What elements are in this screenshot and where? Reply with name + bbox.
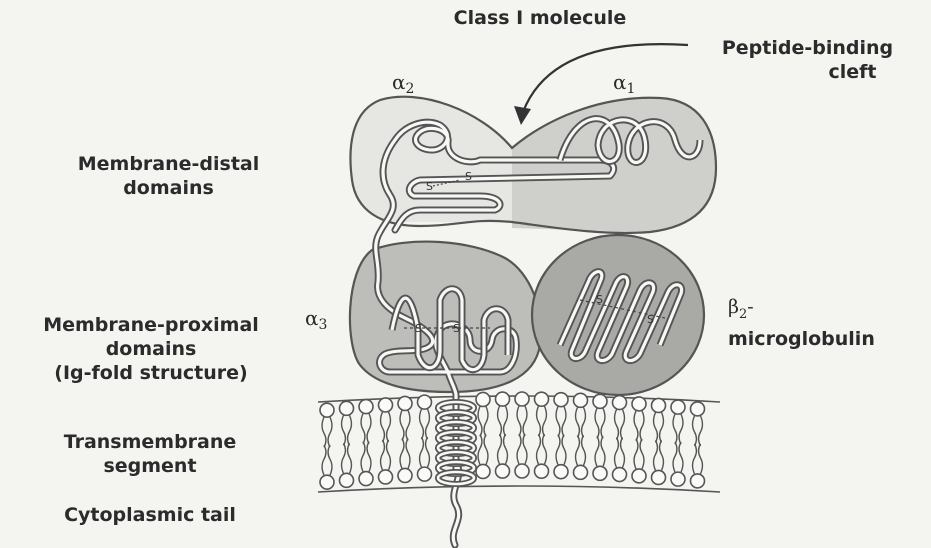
lipid-head-lower [320, 475, 334, 489]
membrane-proximal-line-2: domains [6, 337, 296, 361]
transmembrane-line-2: segment [50, 454, 250, 478]
lipid-head-upper [340, 401, 354, 415]
alpha3-label: α3 [305, 306, 327, 333]
lipid-head-upper [574, 393, 588, 407]
lipid-head-upper [359, 400, 373, 414]
lipid-bilayer [318, 392, 720, 492]
lipid-head-lower [554, 465, 568, 479]
lipid-head-lower [535, 464, 549, 478]
lipid-head-upper [476, 392, 490, 406]
lipid-head-lower [379, 470, 393, 484]
lipid-head-lower [632, 469, 646, 483]
peptide-binding-cleft-label: Peptide-binding cleft [700, 36, 915, 84]
membrane-proximal-label: Membrane-proximal domains (Ig-fold struc… [6, 313, 296, 385]
lipid-head-upper [535, 392, 549, 406]
cytoplasmic-tail-label: Cytoplasmic tail [40, 503, 260, 527]
lipid-head-upper [496, 392, 510, 406]
lipid-head-lower [476, 464, 490, 478]
alpha2-label: α2 [392, 70, 414, 97]
lipid-head-lower [574, 465, 588, 479]
lipid-head-lower [418, 467, 432, 481]
lipid-head-lower [613, 468, 627, 482]
lipid-head-lower [691, 474, 705, 488]
beta2-line-1: β2- [728, 295, 875, 327]
lipid-head-lower [671, 472, 685, 486]
lipid-head-lower [340, 473, 354, 487]
lipid-head-upper [652, 398, 666, 412]
lipid-head-upper [320, 403, 334, 417]
lipid-head-lower [359, 472, 373, 486]
beta2-microglobulin-label: β2- microglobulin [728, 295, 875, 351]
peptide-binding-cleft-line-2: cleft [700, 60, 915, 84]
peptide-binding-cleft-line-1: Peptide-binding [700, 36, 915, 60]
lipid-head-upper [671, 400, 685, 414]
disulfide-label-alpha2-a: S [426, 180, 433, 193]
lipid-head-lower [593, 466, 607, 480]
lipid-head-lower [496, 464, 510, 478]
lipid-head-lower [515, 464, 529, 478]
disulfide-label-alpha2-b: S [465, 170, 472, 183]
transmembrane-label: Transmembrane segment [50, 430, 250, 478]
lipid-head-upper [418, 395, 432, 409]
lipid-head-upper [632, 397, 646, 411]
lipid-head-upper [593, 394, 607, 408]
transmembrane-line-1: Transmembrane [50, 430, 250, 454]
alpha1-label: α1 [613, 70, 635, 97]
lipid-head-upper [691, 402, 705, 416]
lipid-head-upper [515, 392, 529, 406]
lipid-head-lower [398, 468, 412, 482]
membrane-proximal-line-3: (Ig-fold structure) [6, 361, 296, 385]
lipid-head-lower [652, 470, 666, 484]
membrane-proximal-line-1: Membrane-proximal [6, 313, 296, 337]
lipid-head-upper [554, 393, 568, 407]
diagram-title: Class I molecule [440, 6, 640, 30]
lipid-head-upper [379, 398, 393, 412]
transmembrane-helix [438, 402, 474, 484]
beta2-line-2: microglobulin [728, 327, 875, 351]
membrane-distal-line-2: domains [66, 176, 271, 200]
membrane-distal-line-1: Membrane-distal [66, 152, 271, 176]
lipid-head-upper [613, 396, 627, 410]
lipid-head-upper [398, 396, 412, 410]
membrane-distal-label: Membrane-distal domains [66, 152, 271, 200]
